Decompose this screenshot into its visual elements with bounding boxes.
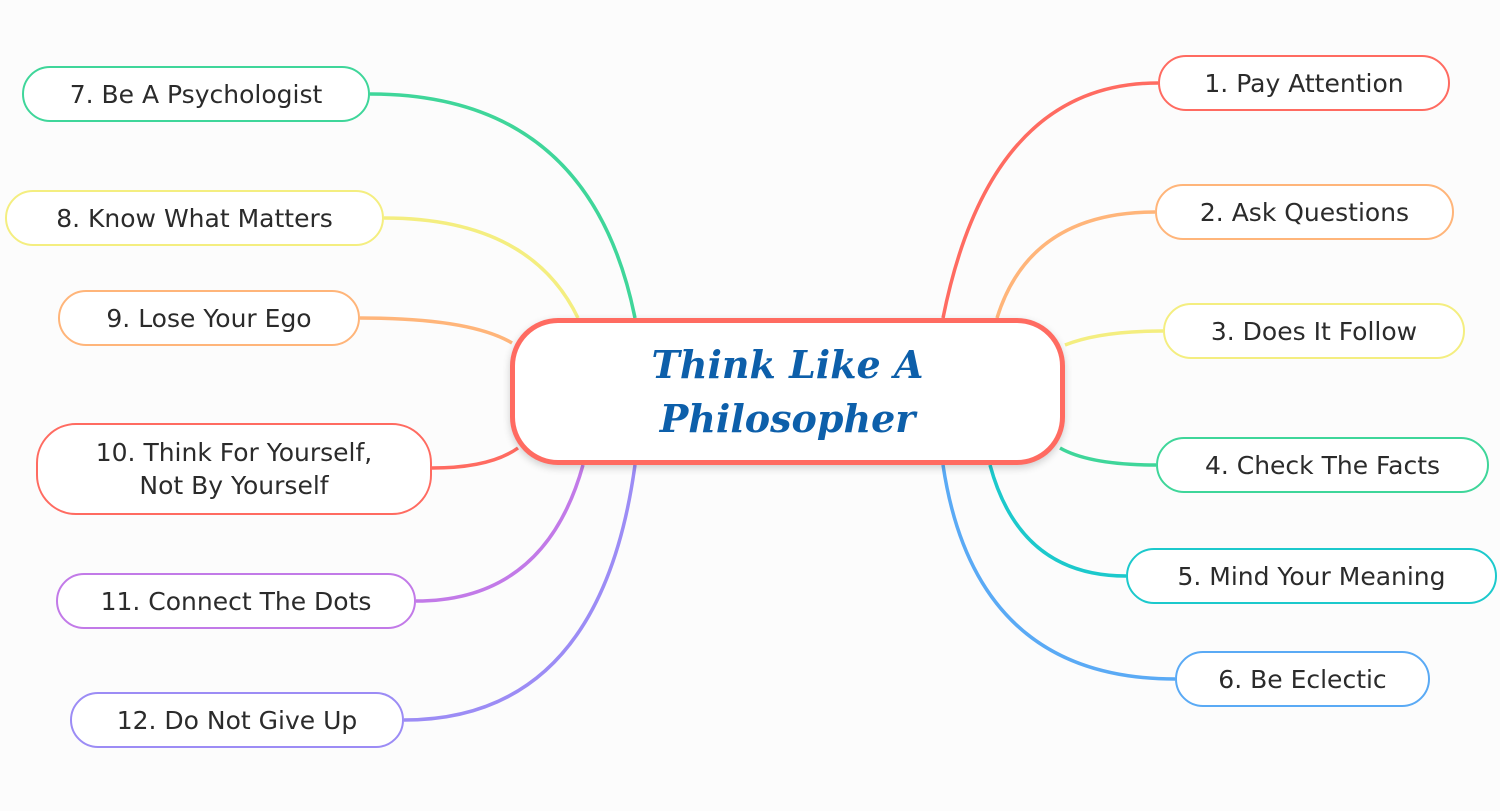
topic-label: 12. Do Not Give Up bbox=[116, 705, 358, 735]
topic-9[interactable]: 9. Lose Your Ego bbox=[58, 290, 360, 346]
link-7 bbox=[369, 92, 637, 319]
topic-12[interactable]: 12. Do Not Give Up bbox=[70, 692, 404, 748]
topic-label: 6. Be Eclectic bbox=[1218, 664, 1387, 694]
link-5 bbox=[988, 464, 1127, 578]
topic-label: 7. Be A Psychologist bbox=[69, 79, 323, 109]
topic-label: 8. Know What Matters bbox=[56, 203, 333, 233]
topic-label: 4. Check The Facts bbox=[1204, 450, 1441, 480]
topic-label: 9. Lose Your Ego bbox=[106, 303, 312, 333]
topic-4[interactable]: 4. Check The Facts bbox=[1156, 437, 1489, 493]
topic-label: 10. Think For Yourself, Not By Yourself bbox=[95, 438, 373, 500]
topic-label: 3. Does It Follow bbox=[1210, 316, 1418, 346]
topic-11[interactable]: 11. Connect The Dots bbox=[56, 573, 416, 629]
link-2 bbox=[995, 210, 1156, 319]
link-4 bbox=[1059, 446, 1157, 467]
topic-8[interactable]: 8. Know What Matters bbox=[5, 190, 384, 246]
link-9 bbox=[359, 316, 513, 345]
topic-7[interactable]: 7. Be A Psychologist bbox=[22, 66, 370, 122]
link-10 bbox=[431, 446, 520, 470]
topic-label: 5. Mind Your Meaning bbox=[1177, 561, 1446, 591]
topic-5[interactable]: 5. Mind Your Meaning bbox=[1126, 548, 1497, 604]
topic-label: 2. Ask Questions bbox=[1199, 197, 1410, 227]
link-1 bbox=[941, 81, 1159, 319]
topic-label: 1. Pay Attention bbox=[1204, 68, 1404, 98]
topic-2[interactable]: 2. Ask Questions bbox=[1155, 184, 1454, 240]
topic-10[interactable]: 10. Think For Yourself, Not By Yourself bbox=[36, 423, 432, 515]
link-8 bbox=[383, 216, 580, 319]
link-11 bbox=[415, 464, 585, 603]
central-topic-label: Think Like A Philosopher bbox=[651, 341, 924, 441]
link-12 bbox=[403, 464, 637, 722]
topic-3[interactable]: 3. Does It Follow bbox=[1163, 303, 1465, 359]
topic-label: 11. Connect The Dots bbox=[100, 586, 372, 616]
link-3 bbox=[1064, 329, 1164, 347]
topic-6[interactable]: 6. Be Eclectic bbox=[1175, 651, 1430, 707]
topic-1[interactable]: 1. Pay Attention bbox=[1158, 55, 1450, 111]
central-topic[interactable]: Think Like A Philosopher bbox=[510, 318, 1065, 465]
link-6 bbox=[941, 464, 1176, 681]
